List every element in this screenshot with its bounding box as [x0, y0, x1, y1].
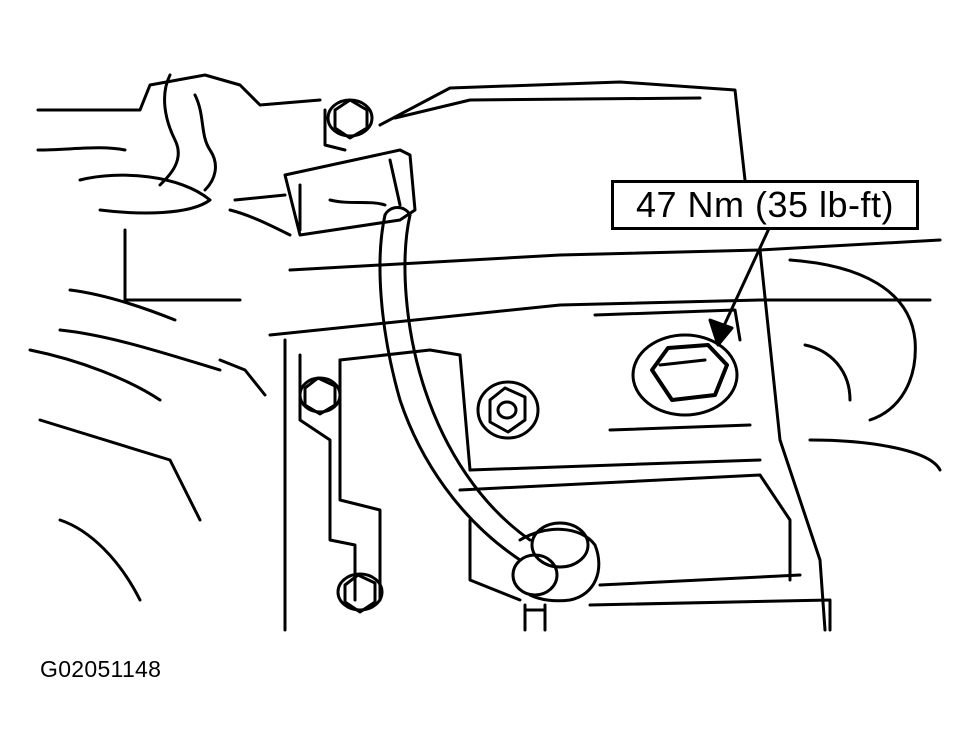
lower-bolt: [336, 572, 384, 614]
torque-leader-arrow: [708, 220, 774, 347]
left-bolt: [298, 376, 342, 416]
main-case-body: [268, 238, 942, 632]
top-bolt: [323, 98, 374, 152]
center-nut: [476, 380, 540, 440]
upper-housing-outline: [28, 73, 747, 602]
figure-id-label: G02051148: [40, 656, 162, 682]
torque-callout-text: 47 Nm (35 lb-ft): [635, 184, 895, 225]
drain-plug-bolt: [631, 333, 739, 417]
torque-callout-box: 47 Nm (35 lb-ft): [611, 180, 919, 230]
bottom-stub: [523, 603, 547, 632]
vent-tube: [378, 206, 601, 603]
tube-bracket: [228, 148, 417, 237]
